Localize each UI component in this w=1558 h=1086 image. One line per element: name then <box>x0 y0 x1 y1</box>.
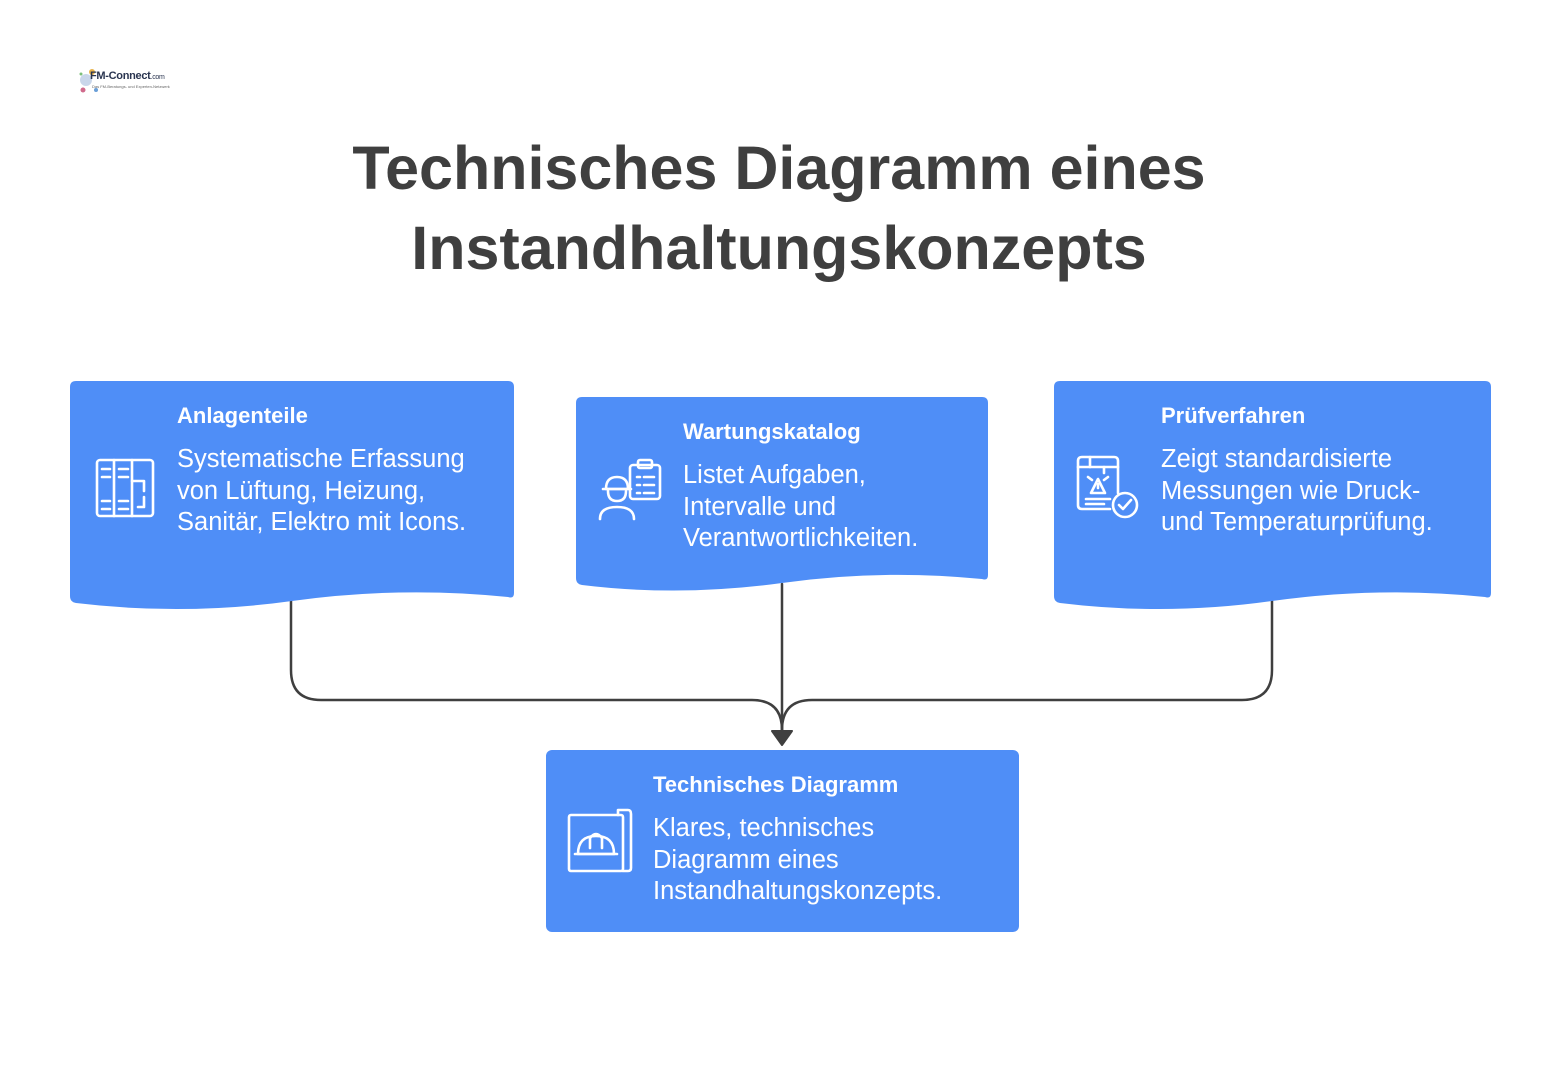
card-background <box>70 381 514 610</box>
card-body: Systematische Erfassung von Lüftung, Hei… <box>177 445 467 536</box>
card-heading: Prüfverfahren <box>1161 403 1306 428</box>
card-pruefverfahren: Prüfverfahren Zeigt standardisierte Mess… <box>1054 381 1491 611</box>
connector-anlagenteile <box>289 598 784 740</box>
logo-splash-icon <box>79 69 98 93</box>
page-title: Technisches Diagramm eines Instandhaltun… <box>0 128 1558 288</box>
worker-checklist-icon <box>598 458 662 521</box>
card-heading: Technisches Diagramm <box>653 772 899 797</box>
card-technisches-diagramm: Technisches Diagramm Klares, technisches… <box>546 750 1019 932</box>
card-background <box>576 397 988 591</box>
test-report-check-icon <box>1076 455 1139 519</box>
card-background <box>1054 381 1491 610</box>
logo-tagline: Das FM-Beratungs- und Experten-Netzwerk <box>92 84 170 89</box>
card-body: Klares, technisches Diagramm eines Insta… <box>653 814 943 905</box>
title-line-1: Technisches Diagramm eines <box>352 134 1206 202</box>
building-floorplan-icon <box>95 458 155 518</box>
logo-text: FM-Connect.com <box>90 70 165 82</box>
arrow-head <box>771 730 793 746</box>
connector-pruefverfahren <box>780 598 1274 740</box>
card-body: Listet Aufgaben, Intervalle und Verantwo… <box>683 461 919 552</box>
card-heading: Anlagenteile <box>177 403 308 428</box>
title-line-2: Instandhaltungskonzepts <box>411 214 1147 282</box>
fm-connect-logo: FM-Connect.com Das FM-Beratungs- und Exp… <box>78 62 170 98</box>
card-wartungskatalog: Wartungskatalog Listet Aufgaben, Interva… <box>576 397 988 597</box>
card-background <box>546 750 1019 932</box>
card-heading: Wartungskatalog <box>683 419 861 444</box>
card-body: Zeigt standardisierte Messungen wie Druc… <box>1161 445 1433 536</box>
card-anlagenteile: Anlagenteile Systematische Erfassung von… <box>70 381 514 611</box>
blueprint-helmet-icon <box>567 808 633 873</box>
